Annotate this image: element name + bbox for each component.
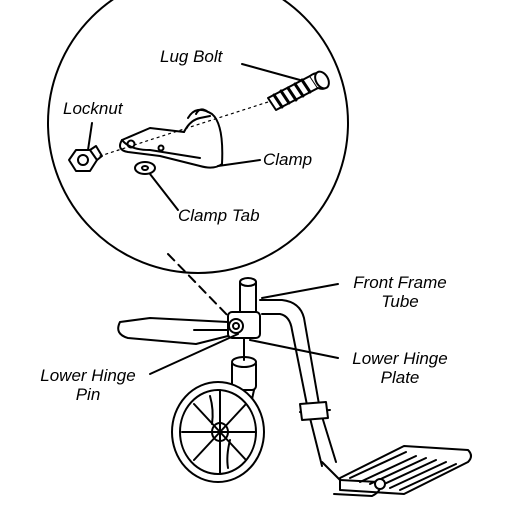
detail-leader-dashed [167, 253, 233, 321]
detail-circle [47, 0, 349, 274]
clamp-tab-leader [149, 173, 179, 211]
clamp-tab-part [134, 161, 156, 175]
locknut-leader [87, 122, 93, 151]
lower-hinge-pin-label: Lower Hinge Pin [40, 366, 136, 404]
caster-wheel-part [171, 381, 265, 483]
clamp-tab-label: Clamp Tab [178, 206, 260, 225]
clamp-label: Clamp [263, 150, 313, 169]
lower-hinge-plate-leader [249, 339, 339, 359]
clamp-part [119, 108, 224, 169]
front-frame-tube-leader [261, 283, 339, 299]
lug-bolt-leader [241, 63, 301, 81]
front-frame-tube-part [259, 299, 337, 467]
clamp-leader [217, 159, 261, 167]
lower-hinge-pin-leader [149, 333, 239, 375]
lug-bolt-part [267, 70, 330, 111]
front-frame-tube-label: Front Frame Tube [353, 273, 447, 311]
assembly-axis-line [99, 101, 269, 157]
locknut-label: Locknut [63, 99, 123, 118]
footplate-part [321, 445, 472, 497]
hinge-post-part [227, 277, 261, 339]
locknut-part [68, 145, 103, 172]
arm-tube-part [117, 317, 229, 345]
lug-bolt-label: Lug Bolt [160, 47, 223, 66]
lower-hinge-plate-label: Lower Hinge Plate [352, 349, 448, 387]
